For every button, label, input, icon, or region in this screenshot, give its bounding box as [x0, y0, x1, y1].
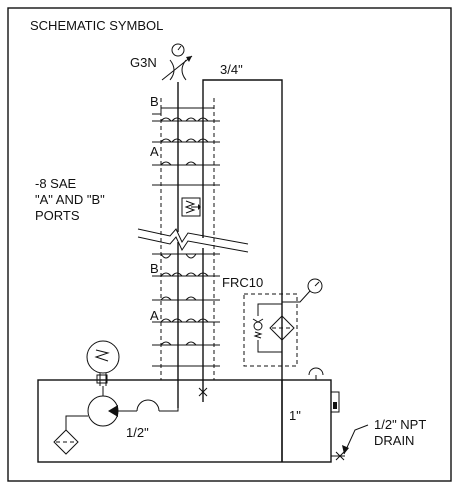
ports-label-line3: PORTS — [35, 208, 80, 223]
filter-bypass-top — [257, 303, 282, 316]
adjustable-valve-symbol — [161, 55, 193, 81]
break-lines — [137, 228, 249, 253]
section-a-upper: A — [150, 144, 159, 159]
gauge-icon — [282, 278, 323, 303]
reservoir — [37, 379, 332, 463]
drain-label-line1: 1/2" NPT — [374, 417, 426, 432]
flow-control-label: FRC10 — [222, 275, 263, 290]
return-line-label: 1" — [289, 408, 301, 423]
relief-valve-icon — [181, 197, 201, 217]
drain-leader — [342, 424, 369, 455]
section-a-lower: A — [150, 308, 159, 323]
section-b-upper: B — [150, 94, 159, 109]
breather-icon — [308, 367, 324, 380]
drain-fitting — [331, 451, 345, 461]
valve-label: G3N — [130, 55, 157, 70]
top-line — [202, 79, 283, 462]
check-valve-icon — [252, 318, 264, 339]
gauge-icon — [171, 43, 185, 57]
flow-control-box — [243, 293, 298, 367]
upper-section-ticks — [152, 107, 220, 186]
suction-line — [65, 415, 88, 430]
drain-label-line2: DRAIN — [374, 433, 414, 448]
filter-icon — [53, 429, 79, 455]
outer-border — [7, 7, 452, 482]
top-line-label: 3/4" — [220, 62, 243, 77]
sight-gauge-icon — [330, 391, 340, 413]
title: SCHEMATIC SYMBOL — [30, 18, 163, 33]
ports-label-line1: -8 SAE — [35, 176, 77, 191]
motor-icon — [86, 340, 120, 386]
section-b-lower: B — [150, 261, 159, 276]
pump-icon — [87, 386, 119, 427]
filter-bypass — [257, 340, 283, 353]
ports-label-line2: "A" AND "B" — [35, 192, 105, 207]
manifold-lines — [160, 82, 215, 395]
lower-section-ticks — [152, 253, 220, 367]
pump-line — [118, 399, 179, 412]
pipe-b-end — [198, 387, 208, 402]
pump-line-label: 1/2" — [126, 425, 149, 440]
